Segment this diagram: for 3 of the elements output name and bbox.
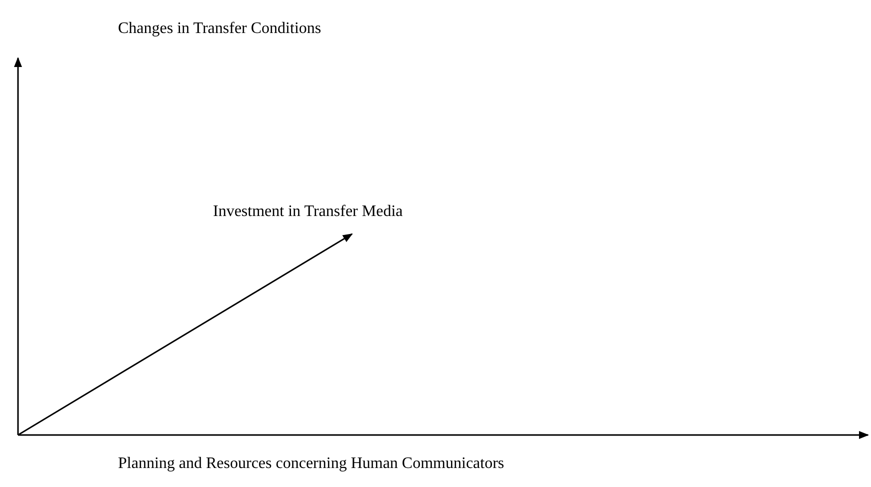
axis-label: Planning and Resources concerning Human Communicators	[118, 454, 504, 474]
axis-label: Changes in Transfer Conditions	[118, 19, 322, 39]
axis-label: Investment in Transfer Media	[213, 202, 403, 222]
